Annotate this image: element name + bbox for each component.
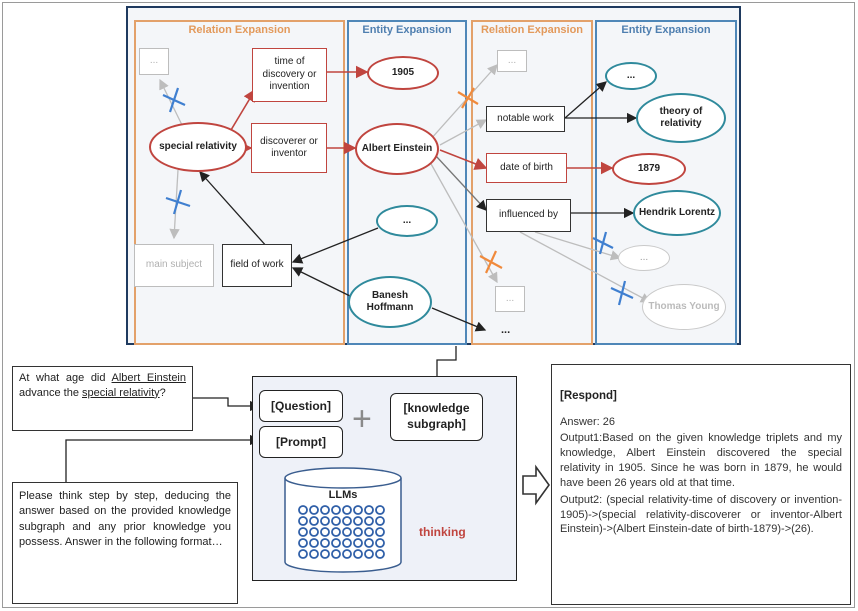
edge-influenced-to-young xyxy=(519,231,652,303)
column-title-entity-2: Entity Expansion xyxy=(621,24,711,36)
edge-sr-to-top-ellipsis xyxy=(159,78,183,126)
knowledge-subgraph-tag: [knowledge subgraph] xyxy=(390,393,483,441)
node-discoverer-or-inventor: discoverer or inventor xyxy=(251,123,327,173)
edge-einstein-to-influenced xyxy=(435,155,487,211)
node-special-relativity: special relativity xyxy=(149,122,247,172)
plus-sign: + xyxy=(352,400,372,438)
respond-output2: Output2: (special relativity-time of dis… xyxy=(560,493,842,536)
question-middle: advance the xyxy=(19,386,82,399)
node-influenced-by: influenced by xyxy=(486,199,571,232)
column-title-relation-1: Relation Expansion xyxy=(188,24,291,36)
edge-hoffmann-to-field xyxy=(291,267,351,297)
edge-einstein-to-top-rel xyxy=(429,64,498,141)
prune-cross-1 xyxy=(162,87,186,113)
node-albert-einstein: Albert Einstein xyxy=(355,123,439,175)
prune-cross-4 xyxy=(479,250,503,274)
node-ellipsis-rel2-bottom: ... xyxy=(495,286,525,312)
node-ellipsis-free: ... xyxy=(501,324,511,336)
node-field-of-work: field of work xyxy=(222,244,292,287)
node-ellipsis-mid: ... xyxy=(376,205,438,237)
node-hendrik-lorentz: Hendrik Lorentz xyxy=(633,190,721,236)
respond-box: [Respond] Answer: 26 Output1:Based on th… xyxy=(551,364,851,605)
llms-label: LLMs xyxy=(328,489,358,501)
thinking-label: thinking xyxy=(419,525,466,539)
question-entity: Albert Einstein xyxy=(111,372,186,384)
respond-answer: Answer: 26 xyxy=(560,415,616,428)
question-tag: [Question] xyxy=(259,390,343,422)
prune-cross-2 xyxy=(165,189,191,215)
question-prefix: At what age did xyxy=(19,372,112,384)
node-notable-work: notable work xyxy=(486,106,565,132)
entity-expansion-column-1 xyxy=(347,20,467,345)
prompt-box: Please think step by step, deducing the … xyxy=(12,482,238,604)
prune-cross-3 xyxy=(457,87,479,109)
edge-influenced-to-grey-ellipsis xyxy=(534,231,622,261)
question-box: At what age did Albert Einstein advance … xyxy=(12,366,193,431)
node-theory-of-relativity: theory of relativity xyxy=(636,93,726,143)
question-relation: special relativity xyxy=(82,386,160,399)
entity-expansion-column-2 xyxy=(595,20,737,345)
node-ellipsis-rel2-top: ... xyxy=(497,50,527,72)
relation-expansion-column-1 xyxy=(134,20,345,345)
edge-einstein-to-dob xyxy=(439,149,488,170)
edge-einstein-to-notable xyxy=(439,119,488,146)
respond-output1: Output1:Based on the given knowledge tri… xyxy=(560,432,842,489)
edge-einstein-to-bottom-rel xyxy=(429,161,498,284)
prune-cross-5 xyxy=(592,231,614,255)
edge-notable-to-top-ellipsis xyxy=(564,81,607,119)
respond-title: [Respond] xyxy=(560,390,617,402)
prune-cross-6 xyxy=(610,280,634,306)
relation-expansion-column-2 xyxy=(471,20,593,345)
edge-field-to-sr xyxy=(199,171,269,249)
respond-arrow-icon xyxy=(522,464,550,506)
column-title-relation-2: Relation Expansion xyxy=(480,24,584,36)
node-ellipsis-ent2-top: ... xyxy=(605,62,657,90)
node-thomas-young: Thomas Young xyxy=(642,284,726,330)
node-1905: 1905 xyxy=(367,56,439,90)
edge-hoffmann-to-free-ellipsis xyxy=(431,307,487,332)
column-title-entity-1: Entity Expansion xyxy=(362,24,452,36)
edge-mid-ellipsis-to-field xyxy=(291,227,379,264)
edge-sr-to-time xyxy=(227,88,256,136)
node-1879: 1879 xyxy=(612,153,686,185)
connector-question xyxy=(193,397,261,412)
prompt-tag: [Prompt] xyxy=(259,426,343,458)
node-ellipsis-top-left: ... xyxy=(139,48,169,75)
node-time-of-discovery: time of discovery or invention xyxy=(252,48,327,102)
node-main-subject: main subject xyxy=(134,244,214,287)
node-banesh-hoffmann: Banesh Hoffmann xyxy=(348,276,432,328)
node-ellipsis-ent2-grey: ... xyxy=(618,245,670,271)
connector-prompt xyxy=(65,434,261,482)
question-suffix: ? xyxy=(159,386,166,399)
node-date-of-birth: date of birth xyxy=(486,153,567,183)
